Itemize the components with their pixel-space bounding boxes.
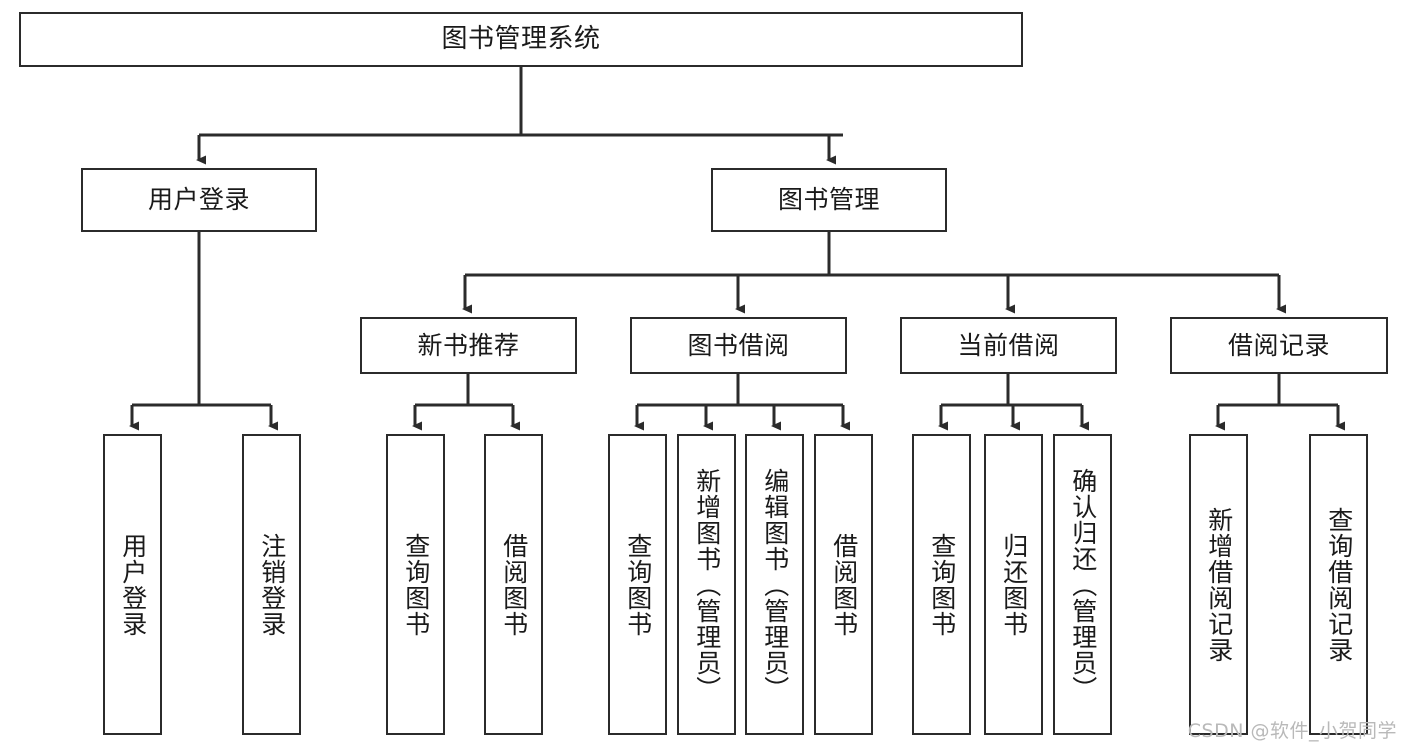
leaf-node[interactable]: 查询借阅记录 bbox=[1309, 434, 1368, 735]
node-book-management[interactable]: 图书管理 bbox=[711, 168, 947, 232]
leaf-label: 新增借阅记录 bbox=[1204, 506, 1234, 663]
leaf-label: 注销登录 bbox=[257, 532, 287, 637]
leaf-node[interactable]: 注销登录 bbox=[242, 434, 301, 735]
leaf-label: 借阅图书 bbox=[499, 532, 529, 637]
leaf-label: 编辑图书（管理员） bbox=[760, 467, 790, 702]
leaf-label: 借阅图书 bbox=[829, 532, 859, 637]
leaf-label: 查询借阅记录 bbox=[1324, 506, 1354, 663]
leaf-label: 用户登录 bbox=[118, 532, 148, 637]
leaf-node[interactable]: 归还图书 bbox=[984, 434, 1043, 735]
node-new-book-recommend[interactable]: 新书推荐 bbox=[360, 317, 577, 374]
leaf-node[interactable]: 查询图书 bbox=[386, 434, 445, 735]
leaf-node[interactable]: 借阅图书 bbox=[484, 434, 543, 735]
leaf-node[interactable]: 新增借阅记录 bbox=[1189, 434, 1248, 735]
leaf-label: 新增图书（管理员） bbox=[692, 467, 722, 702]
node-current-borrow[interactable]: 当前借阅 bbox=[900, 317, 1117, 374]
node-borrow-records[interactable]: 借阅记录 bbox=[1170, 317, 1388, 374]
leaf-node[interactable]: 查询图书 bbox=[608, 434, 667, 735]
leaf-label: 查询图书 bbox=[927, 532, 957, 637]
leaf-node[interactable]: 查询图书 bbox=[912, 434, 971, 735]
leaf-label: 查询图书 bbox=[401, 532, 431, 637]
leaf-node[interactable]: 用户登录 bbox=[103, 434, 162, 735]
leaf-label: 确认归还（管理员） bbox=[1068, 467, 1098, 702]
node-root-system[interactable]: 图书管理系统 bbox=[19, 12, 1023, 67]
leaf-node[interactable]: 编辑图书（管理员） bbox=[745, 434, 804, 735]
leaf-node[interactable]: 新增图书（管理员） bbox=[677, 434, 736, 735]
watermark: CSDN @软件_小贺同学 bbox=[1187, 720, 1397, 742]
leaf-node[interactable]: 确认归还（管理员） bbox=[1053, 434, 1112, 735]
node-user-login[interactable]: 用户登录 bbox=[81, 168, 317, 232]
leaf-label: 查询图书 bbox=[623, 532, 653, 637]
leaf-node[interactable]: 借阅图书 bbox=[814, 434, 873, 735]
leaf-label: 归还图书 bbox=[999, 532, 1029, 637]
node-book-borrow[interactable]: 图书借阅 bbox=[630, 317, 847, 374]
